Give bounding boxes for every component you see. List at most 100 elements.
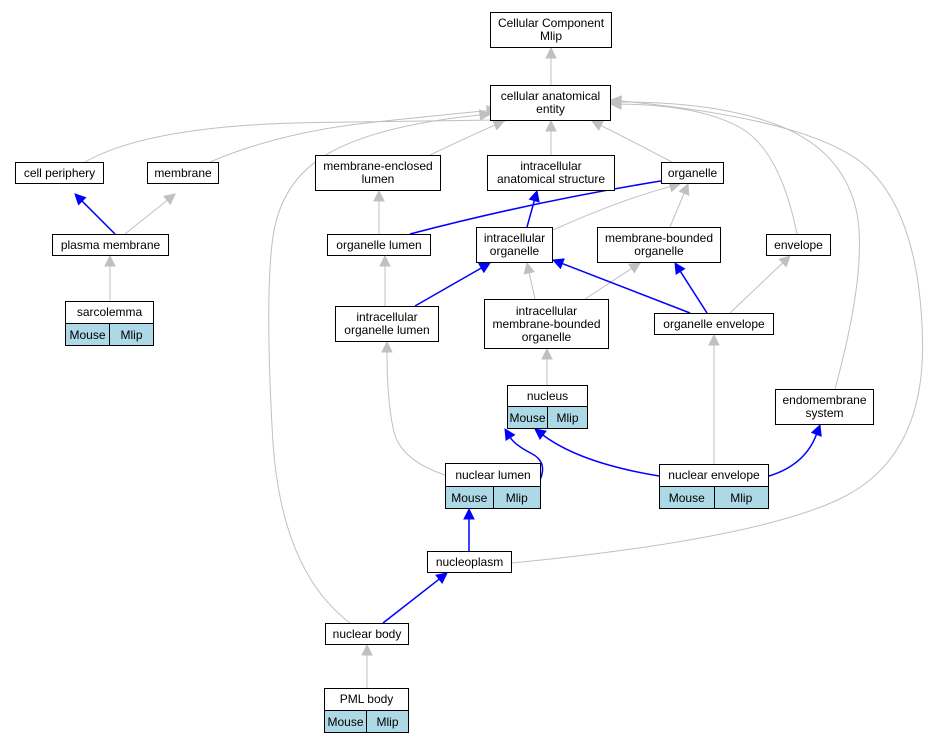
node-nuclear-body[interactable]: nuclear body bbox=[325, 623, 409, 645]
node-root[interactable]: Cellular Component Mlip bbox=[490, 12, 612, 48]
node-nucleoplasm[interactable]: nucleoplasm bbox=[427, 551, 512, 573]
tag-mouse[interactable]: Mouse bbox=[446, 487, 493, 508]
edge-line bbox=[526, 200, 536, 228]
node-label: plasma membrane bbox=[60, 237, 161, 252]
node-cae[interactable]: cellular anatomical entity bbox=[490, 85, 611, 121]
edge-arrowhead bbox=[541, 347, 553, 360]
edge-line bbox=[268, 114, 481, 624]
edge-nuclear-lumen-to-intracellular-organelle-lumen bbox=[381, 340, 446, 476]
edge-line bbox=[386, 351, 446, 476]
node-label: endomembrane system bbox=[782, 393, 867, 420]
edge-line bbox=[620, 101, 860, 390]
node-cell-periphery[interactable]: cell periphery bbox=[15, 162, 104, 184]
edge-line bbox=[584, 268, 632, 300]
edge-line bbox=[209, 110, 488, 163]
edge-nucleoplasm-to-nuclear-lumen bbox=[463, 507, 475, 551]
edge-arrowhead bbox=[492, 119, 506, 131]
edge-line bbox=[562, 262, 691, 314]
node-intracellular-organelle-lumen[interactable]: intracellular organelle lumen bbox=[335, 306, 439, 342]
tag-mouse[interactable]: Mouse bbox=[66, 324, 109, 345]
tag-mlip[interactable]: Mlip bbox=[366, 711, 408, 732]
edge-intracellular-organelle-to-intracellular-anatomical-structure bbox=[526, 189, 540, 228]
node-membrane-enclosed-lumen[interactable]: membrane-enclosed lumen bbox=[315, 155, 441, 191]
edge-line bbox=[409, 178, 671, 235]
node-label: nuclear envelope bbox=[668, 468, 760, 482]
edge-arrowhead bbox=[435, 572, 448, 585]
node-label: nucleus bbox=[526, 388, 569, 403]
node-label: envelope bbox=[774, 237, 823, 252]
node-intracellular-organelle[interactable]: intracellular organelle bbox=[476, 227, 553, 263]
edge-arrowhead bbox=[373, 189, 385, 202]
node-label: intracellular membrane-bounded organelle bbox=[492, 303, 601, 344]
node-plasma-membrane[interactable]: plasma membrane bbox=[52, 234, 169, 256]
edge-line bbox=[429, 124, 496, 156]
edge-line bbox=[414, 267, 482, 307]
edge-line bbox=[669, 193, 685, 228]
edge-organelle-envelope-to-membrane-bounded-organelle bbox=[674, 262, 708, 314]
tag-mlip[interactable]: Mlip bbox=[492, 487, 540, 508]
edge-line bbox=[729, 262, 784, 314]
edge-plasma-membrane-to-membrane bbox=[124, 193, 176, 235]
edge-sarcolemma-to-plasma-membrane bbox=[104, 254, 116, 301]
node-label: nuclear lumen bbox=[455, 467, 531, 482]
edge-arrowhead bbox=[551, 258, 565, 270]
tag-mouse[interactable]: Mouse bbox=[660, 487, 714, 508]
node-organelle-lumen[interactable]: organelle lumen bbox=[327, 234, 431, 256]
edge-line bbox=[600, 125, 673, 163]
edge-membrane-bounded-organelle-to-organelle bbox=[669, 182, 690, 228]
edge-arrowhead bbox=[545, 46, 557, 59]
node-label: cellular anatomical entity bbox=[500, 89, 601, 116]
node-label: intracellular organelle lumen bbox=[344, 310, 430, 337]
edge-arrowhead bbox=[163, 193, 176, 206]
node-envelope[interactable]: envelope bbox=[766, 234, 831, 256]
node-organelle-envelope[interactable]: organelle envelope bbox=[654, 313, 774, 335]
node-organelle[interactable]: organelle bbox=[661, 162, 724, 184]
tag-mouse[interactable]: Mouse bbox=[325, 711, 366, 732]
edge-line bbox=[552, 186, 671, 231]
node-intracellular-membrane-bounded-organelle[interactable]: intracellular membrane-bounded organelle bbox=[484, 299, 609, 349]
edge-nuclear-body-to-nucleoplasm bbox=[382, 572, 448, 624]
node-endomembrane-system[interactable]: endomembrane system bbox=[775, 389, 874, 425]
edge-line bbox=[542, 434, 660, 477]
node-label: membrane-bounded organelle bbox=[604, 231, 714, 258]
node-label: cell periphery bbox=[23, 165, 96, 180]
edge-organelle-envelope-to-envelope bbox=[729, 255, 791, 314]
node-membrane-bounded-organelle[interactable]: membrane-bounded organelle bbox=[597, 227, 721, 263]
node-membrane[interactable]: membrane bbox=[147, 162, 219, 184]
edge-arrowhead bbox=[381, 340, 393, 353]
node-label: membrane bbox=[154, 165, 212, 180]
edge-arrowhead bbox=[628, 262, 641, 274]
tag-mouse[interactable]: Mouse bbox=[508, 407, 547, 428]
tag-mlip[interactable]: Mlip bbox=[713, 487, 768, 508]
edge-line bbox=[124, 199, 168, 235]
edge-intracellular-anatomical-structure-to-cae bbox=[545, 119, 557, 155]
edge-arrowhead bbox=[361, 643, 373, 656]
node-label: nuclear body bbox=[332, 626, 402, 641]
edge-nuclear-envelope-to-nucleus bbox=[534, 428, 660, 477]
edge-nuclear-body-to-cae bbox=[268, 109, 492, 624]
node-intracellular-anatomical-structure[interactable]: intracellular anatomical structure bbox=[487, 155, 615, 191]
node-label: membrane-enclosed lumen bbox=[323, 159, 433, 186]
node-label: organelle bbox=[667, 165, 718, 180]
edge-arrowhead bbox=[523, 261, 535, 275]
edge-intracellular-membrane-bounded-organelle-to-membrane-bounded-organelle bbox=[584, 262, 641, 300]
edge-intracellular-organelle-lumen-to-organelle-lumen bbox=[379, 254, 391, 306]
tag-mlip[interactable]: Mlip bbox=[547, 407, 587, 428]
edge-arrowhead bbox=[528, 189, 540, 203]
edge-line bbox=[81, 200, 116, 235]
edge-arrowhead bbox=[545, 119, 557, 132]
edge-line bbox=[528, 272, 536, 300]
tag-mlip[interactable]: Mlip bbox=[109, 324, 153, 345]
edge-intracellular-organelle-lumen-to-intracellular-organelle bbox=[414, 262, 491, 307]
node-label: intracellular organelle bbox=[483, 231, 546, 258]
node-label: Cellular Component Mlip bbox=[497, 16, 605, 43]
